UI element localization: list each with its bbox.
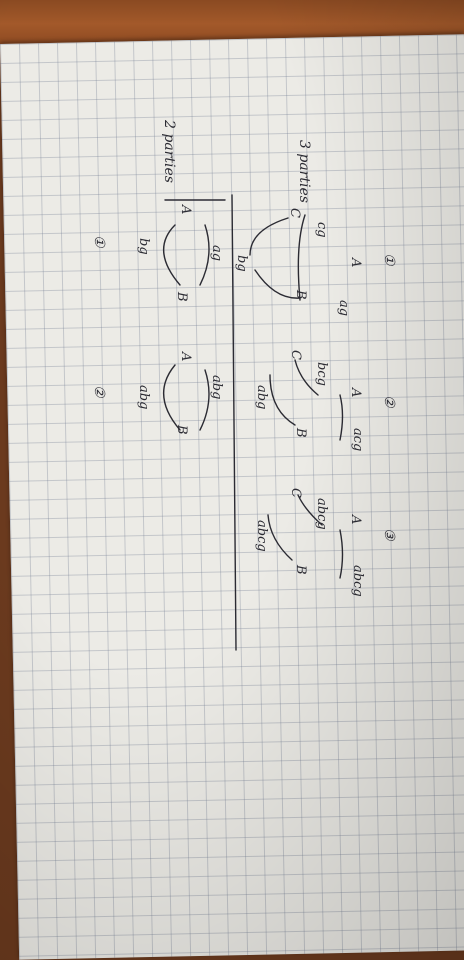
node-c: C: [288, 488, 303, 498]
node-a: A: [178, 204, 193, 214]
edge-label: abg: [254, 385, 269, 409]
edge-label: abcg: [350, 565, 365, 597]
node-b: B: [174, 424, 189, 435]
edge-curve: [254, 269, 301, 299]
edge-label: bcg: [314, 362, 329, 386]
node-c: C: [288, 350, 303, 360]
edge-curve: [267, 514, 293, 561]
edge-curve: [199, 224, 210, 286]
edge-label: ag: [336, 300, 351, 316]
diagram-2p-1: ① A B ag bg: [91, 204, 224, 302]
edge-label: acg: [350, 428, 365, 451]
edge-curve: [297, 494, 323, 526]
edge-curve: [249, 217, 289, 256]
label-3-parties: 3 parties: [296, 140, 312, 203]
diagram-3p-2: ② A B C bcg acg abg: [254, 350, 397, 451]
diagram-number: ②: [91, 385, 107, 399]
edge-curve: [162, 364, 181, 431]
node-a: A: [348, 514, 363, 524]
edge-curve: [297, 214, 306, 301]
diagram-number: ③: [381, 528, 397, 542]
edge-curve: [199, 369, 210, 431]
diagram-number: ①: [381, 253, 397, 267]
edge-label: abcg: [254, 520, 269, 552]
edge-curve: [339, 529, 344, 579]
edge-curve: [162, 224, 181, 286]
vertical-divider: [231, 194, 237, 651]
edge-label: ag: [209, 245, 224, 261]
edge-label: abcg: [314, 498, 329, 530]
node-b: B: [174, 291, 189, 302]
edge-curve: [339, 394, 344, 441]
diagram-3p-1: ① A B C cg ag bg: [234, 208, 397, 316]
diagram-2p-2: ② A B abg abg: [91, 351, 224, 435]
node-a: A: [348, 387, 363, 397]
diagram-number: ①: [91, 235, 107, 249]
node-b: B: [293, 564, 308, 575]
edge-label: abg: [136, 385, 151, 409]
node-a: A: [348, 257, 363, 267]
node-a: A: [178, 351, 193, 361]
edge-curve: [269, 374, 296, 426]
edge-label: cg: [314, 222, 329, 238]
edge-label: bg: [234, 255, 249, 272]
edge-label: bg: [136, 238, 151, 255]
diagram-number: ②: [381, 395, 397, 409]
node-b: B: [293, 289, 308, 300]
diagram-3p-3: ③ A B C abcg abcg abcg: [254, 488, 397, 597]
node-b: B: [293, 427, 308, 438]
node-c: C: [287, 208, 302, 218]
edge-curve: [294, 359, 319, 396]
label-2-parties: 2 parties: [161, 119, 177, 183]
edge-label: abg: [209, 375, 224, 399]
